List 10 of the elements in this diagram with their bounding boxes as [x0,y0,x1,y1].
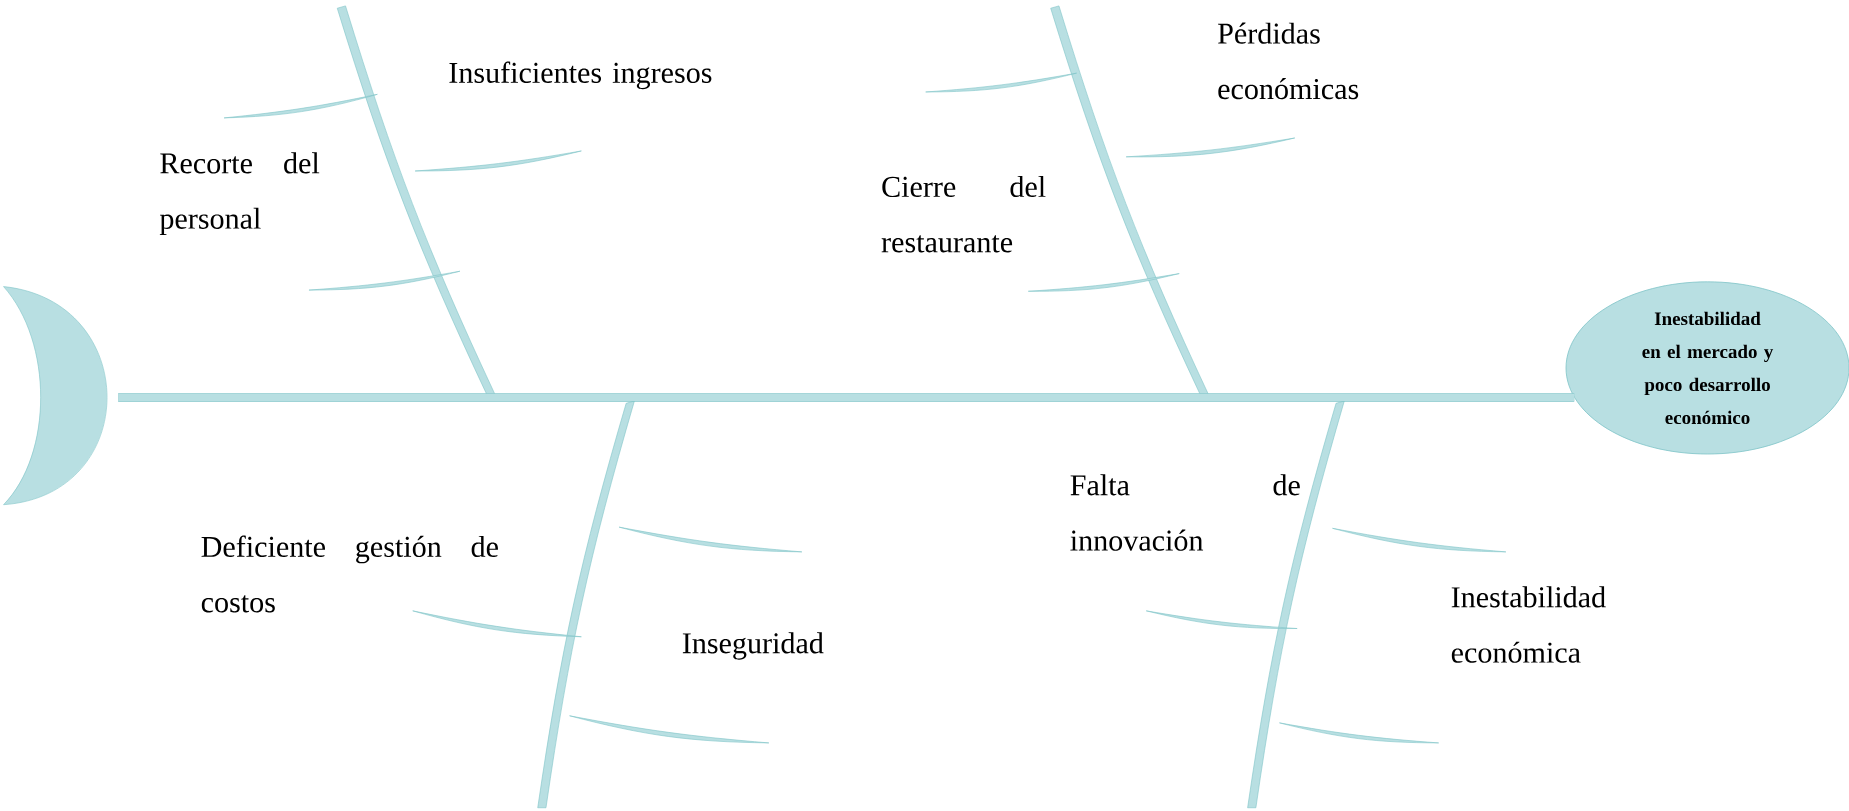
cause-label: Cierre del restaurante [881,175,1046,253]
fish-tail [3,286,108,505]
cause-label: Pérdidas económicas [1218,22,1359,100]
cause-label: Deficiente gestión de costos [201,535,498,613]
cause-label: Recorte del personal [159,152,320,235]
cause-label: Inestabilidad económica [1451,586,1606,663]
cause-label: Inseguridad [682,632,824,660]
cause-label: Insuficientes ingresos [449,61,712,90]
fish-head: Inestabilidad en el mercado y poco desarrollo económico [1565,281,1849,455]
cause-label: Falta de innovación [1070,474,1300,551]
